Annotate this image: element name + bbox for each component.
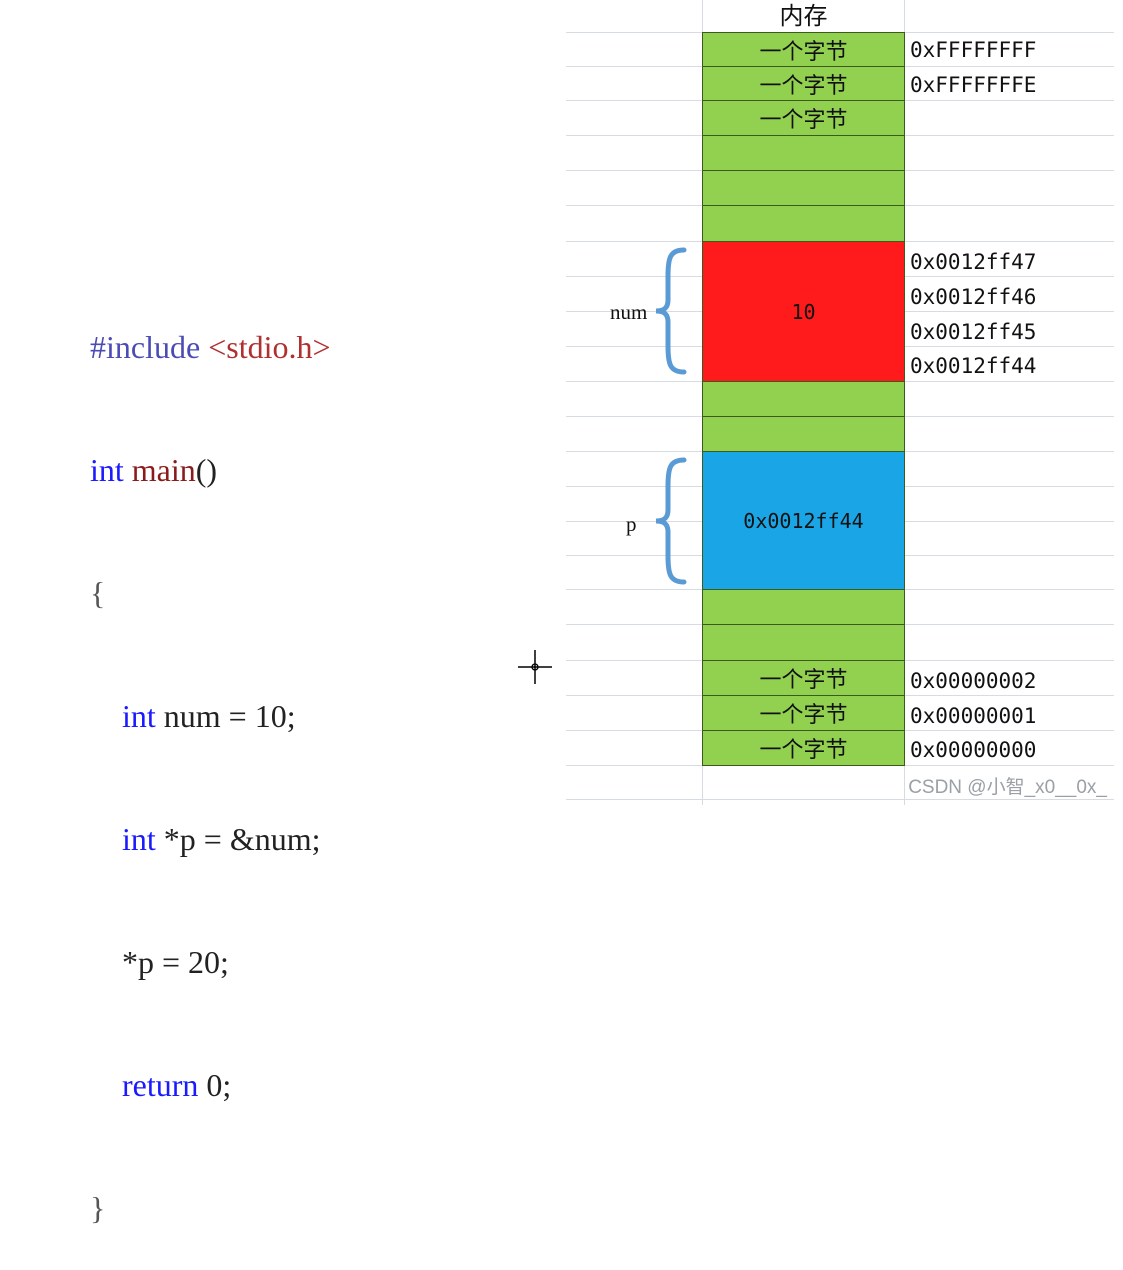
byte-cell: 一个字节 — [702, 660, 905, 696]
num-block: 10 — [702, 241, 905, 382]
address-label: 0xFFFFFFFF — [910, 38, 1037, 62]
code-line-1: #include <stdio.h> — [90, 329, 331, 365]
empty-byte-cell — [702, 589, 905, 625]
byte-cell: 一个字节 — [702, 100, 905, 136]
p-label: p — [626, 512, 637, 536]
p-brace-icon — [655, 457, 687, 585]
address-label: 0x0012ff47 — [910, 250, 1037, 274]
code-line-4: int num = 10; — [122, 698, 296, 734]
empty-byte-cell — [702, 205, 905, 242]
code-line-8: } — [90, 1190, 106, 1226]
address-label: 0x00000002 — [910, 669, 1037, 693]
address-label: 0x00000001 — [910, 704, 1037, 728]
pointer-p-block: 0x0012ff44 — [702, 451, 905, 590]
byte-cell: 一个字节 — [702, 695, 905, 731]
empty-byte-cell — [702, 135, 905, 171]
byte-cell: 一个字节 — [702, 66, 905, 101]
empty-byte-cell — [702, 416, 905, 452]
address-label: 0x0012ff44 — [910, 354, 1037, 378]
grid-row-line — [566, 799, 1114, 800]
crosshair-cursor-icon — [518, 650, 552, 684]
watermark: CSDN @小智_x0__0x_ — [908, 777, 1107, 798]
address-label: 0x00000000 — [910, 738, 1037, 762]
code-line-6: *p = 20; — [122, 944, 229, 980]
memory-column-header: 内存 — [779, 2, 828, 30]
num-brace-icon — [655, 247, 687, 375]
address-label: 0xFFFFFFFE — [910, 73, 1037, 97]
address-label: 0x0012ff46 — [910, 285, 1037, 309]
byte-cell: 一个字节 — [702, 32, 905, 67]
code-line-7: return 0; — [122, 1067, 232, 1103]
code-line-5: int *p = &num; — [122, 821, 321, 857]
empty-byte-cell — [702, 381, 905, 417]
byte-cell: 一个字节 — [702, 730, 905, 766]
empty-byte-cell — [702, 170, 905, 206]
num-label: num — [610, 300, 648, 324]
code-line-3: { — [90, 575, 106, 611]
empty-byte-cell — [702, 624, 905, 661]
address-label: 0x0012ff45 — [910, 320, 1037, 344]
code-snippet: #include <stdio.h> int main() { int num … — [90, 245, 331, 1270]
code-line-2: int main() — [90, 452, 218, 488]
